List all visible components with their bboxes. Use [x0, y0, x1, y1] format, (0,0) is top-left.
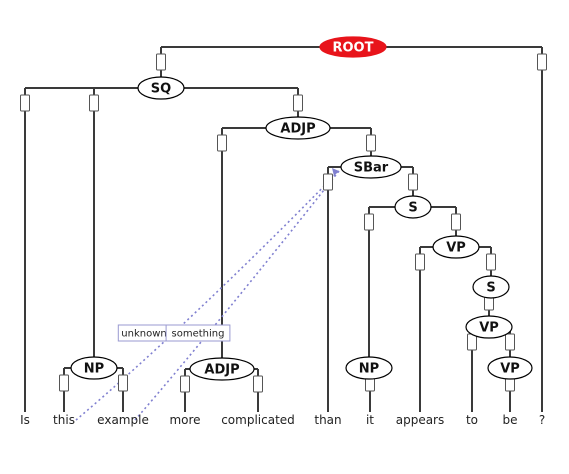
token-row: Is this example more complicated than it appear…: [20, 413, 545, 427]
collapse-toggle-icon[interactable]: [364, 213, 374, 231]
node-label: ROOT: [333, 41, 374, 56]
node-root[interactable]: ROOT: [319, 36, 387, 58]
collapse-toggle-icon[interactable]: [156, 53, 166, 71]
collapse-toggle-icon[interactable]: [505, 333, 515, 351]
collapse-toggle-icon[interactable]: [293, 94, 303, 112]
node-label: NP: [84, 362, 104, 377]
arc-label-box: [165, 324, 231, 342]
node-sq[interactable]: SQ: [137, 76, 185, 100]
node-label: VP: [446, 241, 466, 256]
collapse-toggle-icon[interactable]: [451, 213, 461, 231]
node-shape: [487, 356, 533, 380]
node-label: VP: [479, 321, 499, 336]
collapse-handles: [20, 53, 547, 393]
token-word[interactable]: to: [466, 413, 478, 427]
token-word[interactable]: be: [503, 413, 518, 427]
token-word[interactable]: than: [314, 413, 341, 427]
node-np2[interactable]: NP: [345, 356, 393, 380]
node-s1[interactable]: S: [394, 195, 432, 219]
node-label: S: [408, 201, 417, 216]
node-vp3[interactable]: VP: [487, 356, 533, 380]
node-s2[interactable]: S: [472, 275, 510, 299]
collapse-toggle-icon[interactable]: [118, 374, 128, 392]
node-shape: [465, 315, 513, 339]
collapse-toggle-icon[interactable]: [366, 134, 376, 152]
node-label: SQ: [151, 82, 171, 97]
node-shape: [472, 275, 510, 299]
node-shape: [394, 195, 432, 219]
collapse-toggle-icon[interactable]: [59, 374, 69, 392]
node-shape: [137, 76, 185, 100]
node-adjp2[interactable]: ADJP: [189, 357, 255, 381]
collapse-toggle-icon[interactable]: [89, 94, 99, 112]
collapse-toggle-icon[interactable]: [217, 134, 227, 152]
collapse-toggle-icon[interactable]: [408, 173, 418, 191]
collapse-toggle-icon[interactable]: [20, 94, 30, 112]
node-shape: [70, 356, 118, 380]
node-shape: [432, 235, 480, 259]
dependency-arc: [134, 170, 340, 421]
collapse-toggle-icon[interactable]: [415, 253, 425, 271]
node-label: SBar: [354, 161, 389, 176]
token-word[interactable]: more: [169, 413, 200, 427]
arc-label: unknown: [121, 329, 166, 340]
collapse-toggle-icon[interactable]: [253, 375, 263, 393]
node-vp1[interactable]: VP: [432, 235, 480, 259]
collapse-toggle-icon[interactable]: [180, 375, 190, 393]
node-label: ADJP: [204, 363, 239, 378]
collapse-toggle-icon[interactable]: [537, 53, 547, 71]
node-label: ADJP: [280, 122, 315, 137]
collapse-toggle-icon[interactable]: [486, 253, 496, 271]
dependency-arc: [75, 170, 340, 421]
node-label: NP: [359, 362, 379, 377]
node-shape: [265, 116, 331, 140]
node-label: VP: [500, 362, 520, 377]
node-label: S: [486, 281, 495, 296]
node-shape: [340, 155, 402, 179]
token-word[interactable]: complicated: [221, 413, 295, 427]
node-shape: [345, 356, 393, 380]
node-shape: [319, 36, 387, 58]
node-adjp1[interactable]: ADJP: [265, 116, 331, 140]
node-shape: [189, 357, 255, 381]
node-vp2[interactable]: VP: [465, 315, 513, 339]
arc-arrowhead: [332, 168, 339, 176]
token-word[interactable]: Is: [20, 413, 30, 427]
node-np1[interactable]: NP: [70, 356, 118, 380]
token-word[interactable]: appears: [396, 413, 445, 427]
token-word[interactable]: ?: [539, 413, 545, 427]
token-word[interactable]: it: [366, 413, 374, 427]
arc-label: something: [172, 329, 225, 340]
collapse-toggle-icon[interactable]: [323, 173, 333, 191]
token-word[interactable]: this: [53, 413, 75, 427]
node-sbar[interactable]: SBar: [340, 155, 402, 179]
dependency-arcs: unknown something: [75, 168, 340, 421]
token-word[interactable]: example: [97, 413, 149, 427]
